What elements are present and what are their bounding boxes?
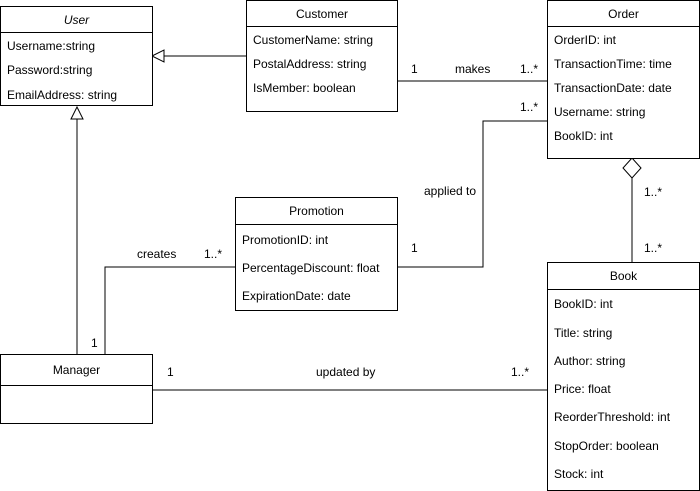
class-promotion-name: Promotion: [236, 198, 397, 225]
class-book-attr-4: ReorderThreshold: int: [554, 410, 671, 424]
generalization-arrowhead-manager: [70, 105, 84, 120]
class-book-attr-3: Price: float: [554, 382, 611, 396]
applied-to-label: applied to: [424, 184, 477, 198]
class-order-attr-1: TransactionTime: time: [554, 57, 672, 71]
class-customer[interactable]: Customer CustomerName: string PostalAddr…: [246, 0, 398, 112]
class-customer-name: Customer: [247, 1, 397, 27]
aggregation-diamond: [622, 157, 642, 179]
class-user-attr-1: Password:string: [7, 63, 93, 77]
class-book-attr-2: Author: string: [554, 354, 626, 368]
class-order-name: Order: [548, 1, 699, 27]
class-user-attr-2: EmailAddress: string: [7, 88, 118, 102]
class-promotion-attr-1: PercentageDiscount: float: [242, 261, 380, 275]
class-book-name: Book: [548, 263, 699, 290]
class-user[interactable]: User Username:string Password:string Ema…: [0, 6, 153, 106]
class-promotion-attr-0: PromotionID: int: [242, 233, 329, 247]
class-promotion-attr-2: ExpirationDate: date: [242, 289, 351, 303]
creates-association: [104, 266, 236, 355]
makes-source-multiplicity: 1: [411, 62, 418, 76]
order-book-whole-multiplicity: 1..*: [644, 185, 663, 199]
applied-to-association: [397, 120, 548, 268]
class-order[interactable]: Order OrderID: int TransactionTime: time…: [547, 0, 700, 159]
updated-by-source-multiplicity: 1: [167, 365, 174, 379]
creates-target-multiplicity: 1..*: [204, 247, 223, 261]
generalization-arrowhead-customer: [150, 49, 165, 63]
applied-to-target-multiplicity: 1..*: [520, 100, 539, 114]
updated-by-target-multiplicity: 1..*: [511, 365, 530, 379]
class-user-name: User: [1, 7, 152, 33]
class-book-attr-1: Title: string: [554, 326, 613, 340]
class-order-attr-2: TransactionDate: date: [554, 81, 672, 95]
makes-label: makes: [455, 62, 491, 76]
creates-label: creates: [137, 247, 177, 261]
class-book[interactable]: Book BookID: int Title: string Author: s…: [547, 262, 700, 491]
class-book-attr-6: Stock: int: [554, 467, 604, 481]
class-order-attr-4: BookID: int: [554, 129, 613, 143]
class-manager-name: Manager: [1, 355, 152, 386]
makes-target-multiplicity: 1..*: [520, 62, 539, 76]
class-customer-attr-2: IsMember: boolean: [253, 81, 356, 95]
updated-by-label: updated by: [316, 365, 376, 379]
order-book-part-multiplicity: 1..*: [644, 241, 663, 255]
applied-to-source-multiplicity: 1: [411, 241, 418, 255]
class-book-attr-5: StopOrder: boolean: [554, 439, 659, 453]
creates-source-multiplicity: 1: [91, 336, 98, 350]
class-user-attr-0: Username:string: [7, 39, 96, 53]
class-customer-attr-1: PostalAddress: string: [253, 57, 367, 71]
class-promotion[interactable]: Promotion PromotionID: int PercentageDis…: [235, 197, 398, 311]
class-order-attr-3: Username: string: [554, 105, 646, 119]
class-manager[interactable]: Manager: [0, 354, 153, 424]
class-book-attr-0: BookID: int: [554, 297, 613, 311]
class-customer-attr-0: CustomerName: string: [253, 33, 374, 47]
class-order-attr-0: OrderID: int: [554, 33, 617, 47]
